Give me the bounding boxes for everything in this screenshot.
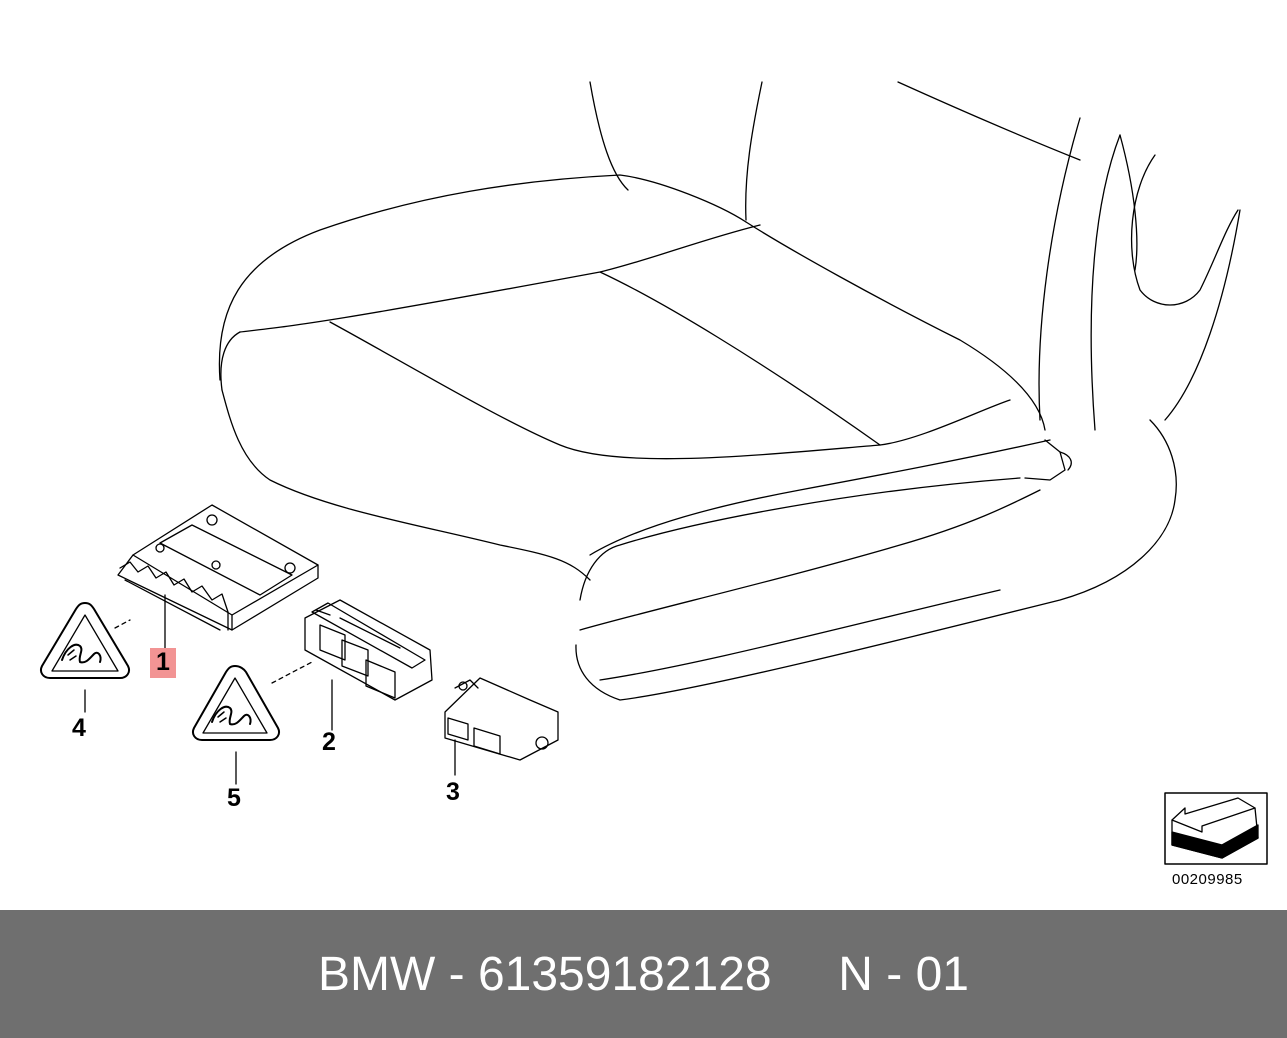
parts-diagram [40, 81, 1268, 865]
control-unit-icon [114, 504, 319, 649]
diagram-id: 00209985 [1172, 871, 1243, 888]
footer-part-text: BMW - 61359182128 N - 01 [318, 947, 969, 1001]
seat-cushion-outline [218, 81, 1241, 701]
direction-arrow-icon [1164, 792, 1268, 865]
small-module-icon [444, 677, 559, 776]
esd-warning-triangle-icon [40, 602, 130, 713]
callout-4[interactable]: 4 [72, 714, 86, 742]
callout-2[interactable]: 2 [322, 728, 336, 756]
connector-block-icon [271, 599, 433, 731]
callout-1[interactable]: 1 [150, 648, 176, 678]
esd-warning-triangle-icon [192, 665, 280, 785]
footer-bar: BMW - 61359182128 N - 01 [0, 910, 1287, 1038]
callout-5[interactable]: 5 [227, 784, 241, 812]
callout-3[interactable]: 3 [446, 778, 460, 806]
